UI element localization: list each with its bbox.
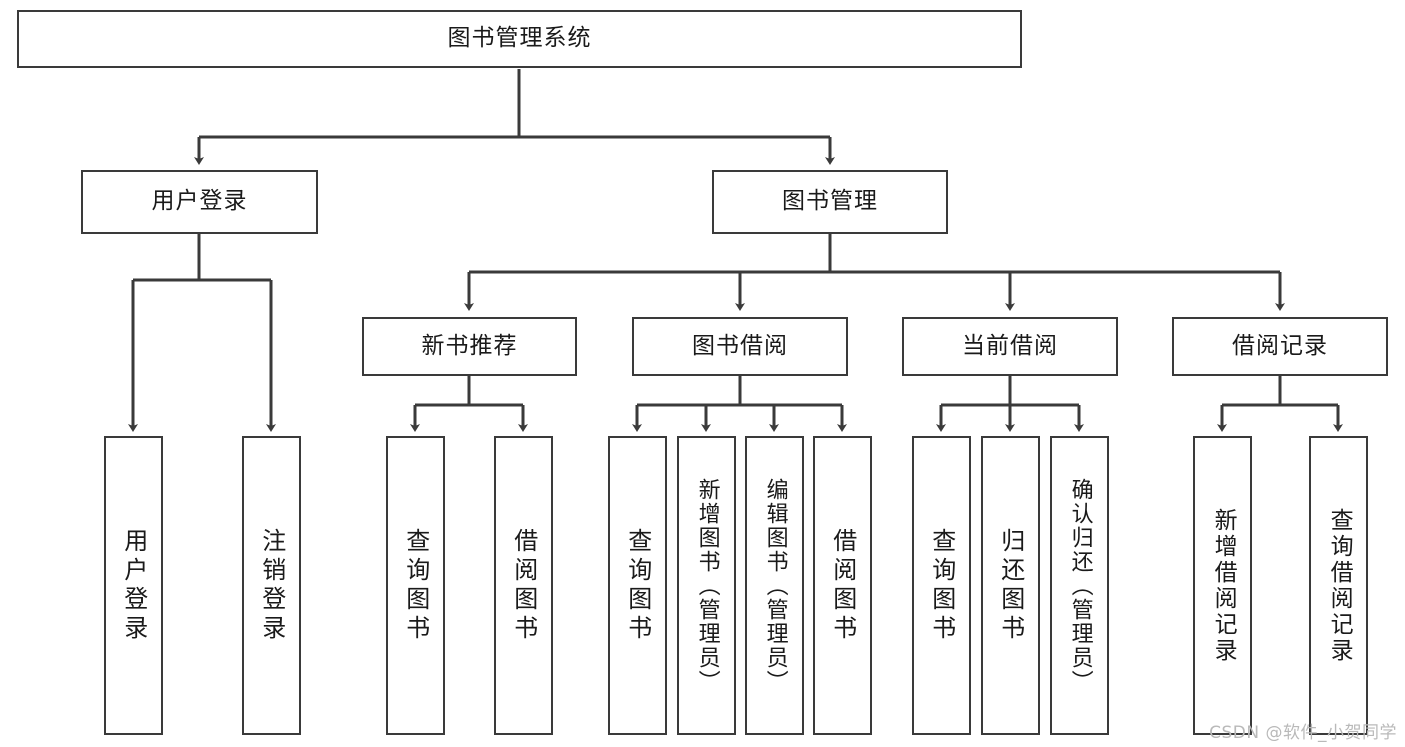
node-new-book-recommend[interactable]: 新书推荐 (362, 317, 577, 376)
leaf-user-login-logout[interactable]: 注销登录 (242, 436, 301, 735)
leaf-recommend-borrow-book[interactable]: 借阅图书 (494, 436, 553, 735)
leaf-borrow-borrow-book[interactable]: 借阅图书 (813, 436, 872, 735)
leaf-label: 新增借阅记录 (1210, 507, 1237, 664)
leaf-borrow-add-book[interactable]: 新增图书（管理员） (677, 436, 736, 735)
leaf-current-query-book[interactable]: 查询图书 (912, 436, 971, 735)
leaf-label: 借阅图书 (828, 527, 857, 644)
leaf-label: 新增图书（管理员） (694, 477, 720, 694)
node-user-login[interactable]: 用户登录 (81, 170, 318, 234)
leaf-label: 用户登录 (119, 527, 148, 644)
leaf-label: 确认归还（管理员） (1067, 477, 1093, 694)
leaf-label: 归还图书 (996, 527, 1025, 644)
leaf-record-query-record[interactable]: 查询借阅记录 (1309, 436, 1368, 735)
leaf-label: 查询图书 (623, 527, 652, 644)
watermark-text: CSDN @软件_小贺同学 (1209, 723, 1397, 743)
leaf-label: 查询借阅记录 (1326, 507, 1353, 664)
leaf-borrow-query-book[interactable]: 查询图书 (608, 436, 667, 735)
node-borrow-record[interactable]: 借阅记录 (1172, 317, 1388, 376)
leaf-label: 注销登录 (257, 527, 286, 644)
node-current-borrow[interactable]: 当前借阅 (902, 317, 1118, 376)
leaf-current-confirm-return[interactable]: 确认归还（管理员） (1050, 436, 1109, 735)
leaf-user-login-login[interactable]: 用户登录 (104, 436, 163, 735)
leaf-label: 编辑图书（管理员） (762, 477, 788, 694)
leaf-record-add-record[interactable]: 新增借阅记录 (1193, 436, 1252, 735)
leaf-label: 查询图书 (401, 527, 430, 644)
node-book-borrow[interactable]: 图书借阅 (632, 317, 848, 376)
node-root-system[interactable]: 图书管理系统 (17, 10, 1022, 68)
node-book-management[interactable]: 图书管理 (712, 170, 948, 234)
leaf-borrow-edit-book[interactable]: 编辑图书（管理员） (745, 436, 804, 735)
leaf-current-return-book[interactable]: 归还图书 (981, 436, 1040, 735)
leaf-label: 借阅图书 (509, 527, 538, 644)
leaf-recommend-query-book[interactable]: 查询图书 (386, 436, 445, 735)
leaf-label: 查询图书 (927, 527, 956, 644)
